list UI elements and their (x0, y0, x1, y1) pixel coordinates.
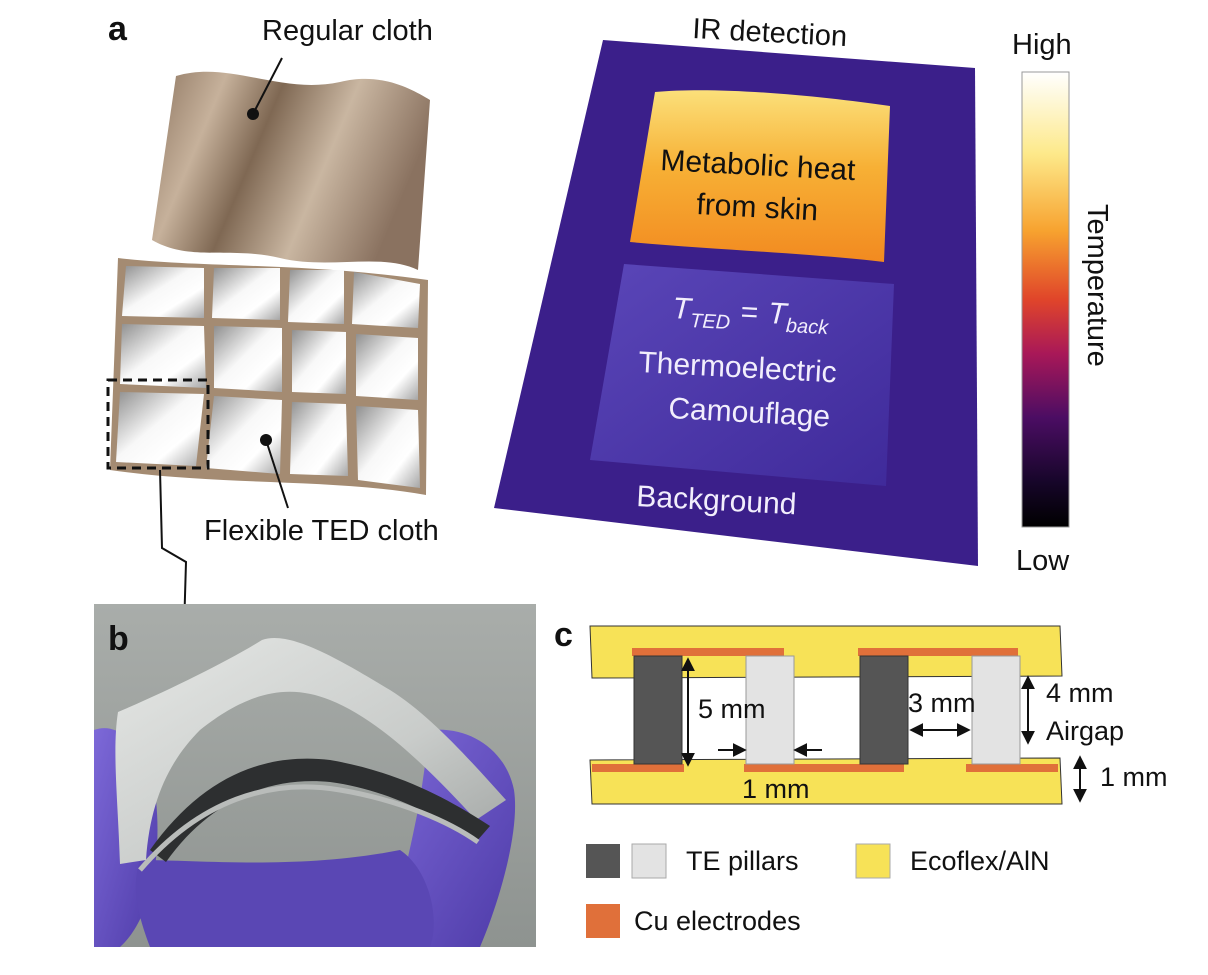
te-pillar-dark-2 (859, 655, 909, 765)
unit-cell-highlight (106, 378, 210, 470)
bottom-electrode-2 (744, 764, 904, 772)
dim-3mm-label: 3 mm (908, 688, 976, 718)
bottom-electrode-3 (966, 764, 1058, 772)
colorbar-title: Temperature (1081, 204, 1113, 367)
camouflage-patch (590, 264, 894, 486)
top-electrode-2 (858, 648, 1018, 656)
ted-cloth-grid (110, 258, 428, 495)
ted-cloth-leader (265, 439, 289, 509)
top-ecoflex-layer (589, 625, 1063, 679)
legend-cu-electrodes: Cu electrodes (634, 906, 801, 936)
dim-5mm-label: 5 mm (698, 694, 766, 724)
ted-fabric (115, 638, 507, 864)
equation: TTED=Tback (671, 292, 830, 339)
legend-ecoflex: Ecoflex/AlN (910, 846, 1050, 876)
dim-1mm-pillar-label: 1 mm (742, 774, 810, 804)
legend-swatch-ecoflex (855, 843, 891, 879)
ir-title: IR detection (692, 13, 848, 53)
panel-letter-a: a (108, 10, 128, 48)
legend-swatch-cu (586, 904, 620, 938)
metabolic-heat-patch (630, 90, 890, 262)
dim-1mm-layer-label: 1 mm (1100, 762, 1168, 792)
colorbar-high-label: High (1012, 29, 1072, 61)
regular-cloth-label: Regular cloth (262, 15, 433, 47)
dim-4mm-label: 4 mm (1046, 678, 1114, 708)
regular-cloth-leader (252, 57, 283, 115)
panel-letter-b: b (108, 620, 129, 658)
glove-palm (135, 850, 434, 947)
regular-cloth (152, 71, 430, 270)
ted-pillar-row (150, 758, 490, 862)
colorbar-low-label: Low (1016, 545, 1070, 577)
legend-te-pillars: TE pillars (686, 846, 799, 876)
legend-swatch-light-pillar (631, 843, 667, 879)
top-electrode-1 (632, 648, 784, 656)
te-pillar-dark-1 (633, 655, 683, 765)
zoom-arrow (159, 469, 192, 633)
ted-cloth-label: Flexible TED cloth (204, 515, 439, 547)
bottom-electrode-1 (592, 764, 684, 772)
legend-swatch-dark-pillar (586, 844, 620, 878)
te-pillar-light-1 (745, 655, 795, 765)
colorbar (1021, 71, 1070, 528)
metabolic-line-2: from skin (696, 188, 819, 227)
te-pillar-light-2 (971, 655, 1021, 765)
airgap-label: Airgap (1046, 716, 1124, 746)
ted-bottom-layer (138, 784, 480, 872)
panel-letter-c: c (554, 616, 573, 654)
